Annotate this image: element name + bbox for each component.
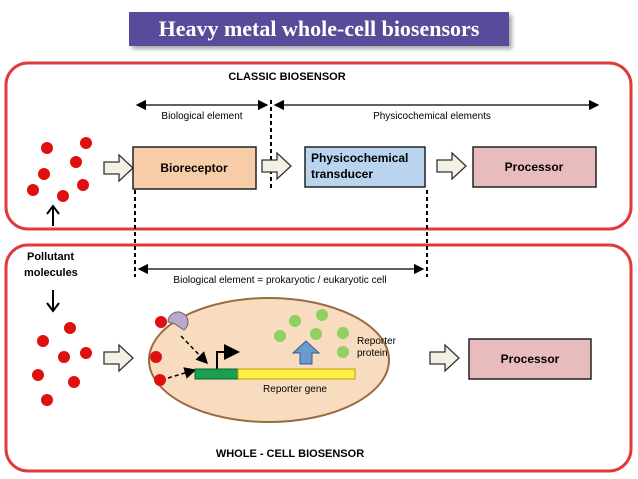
whole-cell-header: WHOLE - CELL BIOSENSOR bbox=[216, 448, 364, 460]
gene-promoter bbox=[194, 368, 239, 380]
biological-element-label: Biological element bbox=[161, 111, 242, 122]
classic-frame bbox=[4, 61, 633, 231]
cell-body bbox=[148, 297, 390, 423]
flow-arrow-3 bbox=[436, 151, 467, 181]
flow-arrow-5 bbox=[429, 343, 460, 373]
pollutant-dot bbox=[64, 322, 76, 334]
whole-cell-processor-box bbox=[468, 338, 592, 380]
pollutant-dot bbox=[57, 190, 69, 202]
signal-arrow-1 bbox=[180, 335, 209, 365]
promoter-arrow bbox=[216, 344, 240, 370]
entering-pollutant-dot-1 bbox=[150, 351, 162, 363]
reporter-protein-line2: protein bbox=[357, 348, 388, 359]
protein-dot bbox=[274, 330, 286, 342]
pollutant-dot bbox=[77, 179, 89, 191]
whole-cell-processor-label: Processor bbox=[501, 352, 560, 366]
pollutant-dot bbox=[58, 351, 70, 363]
pollutant-dot bbox=[37, 335, 49, 347]
reporter-protein-line1: Reporter bbox=[357, 336, 397, 347]
pollutant-dot bbox=[41, 394, 53, 406]
reporter-protein-dots bbox=[274, 309, 349, 358]
expression-up-arrow bbox=[291, 340, 321, 365]
pollutant-dot bbox=[38, 168, 50, 180]
slide-title: Heavy metal whole-cell biosensors bbox=[129, 12, 509, 46]
physicochemical-elements-label: Physicochemical elements bbox=[373, 111, 491, 122]
whole-cell-pollutant-dots bbox=[32, 322, 92, 406]
flow-arrow-1 bbox=[103, 153, 134, 183]
entering-pollutant-dot-2 bbox=[154, 374, 166, 386]
pollutant-dot bbox=[41, 142, 53, 154]
up-arrow bbox=[46, 204, 60, 226]
pollutant-dot bbox=[80, 347, 92, 359]
signal-arrow-2 bbox=[167, 367, 197, 379]
protein-dot bbox=[310, 328, 322, 340]
protein-dot bbox=[289, 315, 301, 327]
pollutant-dot bbox=[27, 184, 39, 196]
classic-header: CLASSIC BIOSENSOR bbox=[228, 71, 345, 83]
pollutant-label-line2: molecules bbox=[24, 267, 78, 279]
reporter-gene-label: Reporter gene bbox=[263, 384, 327, 395]
pollutant-dot bbox=[70, 156, 82, 168]
transducer-label-line2: transducer bbox=[311, 167, 373, 181]
pollutant-dot bbox=[80, 137, 92, 149]
flow-arrow-4 bbox=[103, 343, 134, 373]
flow-arrow-2 bbox=[261, 151, 292, 181]
cell-span-label: Biological element = prokaryotic / eukar… bbox=[173, 275, 386, 286]
bioreceptor-box bbox=[132, 146, 257, 190]
gene-body bbox=[237, 368, 356, 380]
bound-pollutant-dot bbox=[155, 316, 167, 328]
receptor-icon bbox=[167, 311, 189, 331]
down-arrow bbox=[46, 290, 60, 313]
classic-processor-label: Processor bbox=[505, 160, 564, 174]
bioreceptor-label: Bioreceptor bbox=[160, 161, 228, 175]
protein-dot bbox=[337, 346, 349, 358]
protein-dot bbox=[316, 309, 328, 321]
transducer-label-line1: Physicochemical bbox=[311, 151, 408, 165]
pollutant-label-line1: Pollutant bbox=[27, 251, 74, 263]
whole-cell-frame bbox=[4, 243, 633, 473]
classic-processor-box bbox=[472, 146, 597, 188]
classic-pollutant-dots bbox=[27, 137, 92, 202]
transducer-box bbox=[304, 146, 426, 188]
protein-dot bbox=[337, 327, 349, 339]
pollutant-dot bbox=[68, 376, 80, 388]
pollutant-dot bbox=[32, 369, 44, 381]
